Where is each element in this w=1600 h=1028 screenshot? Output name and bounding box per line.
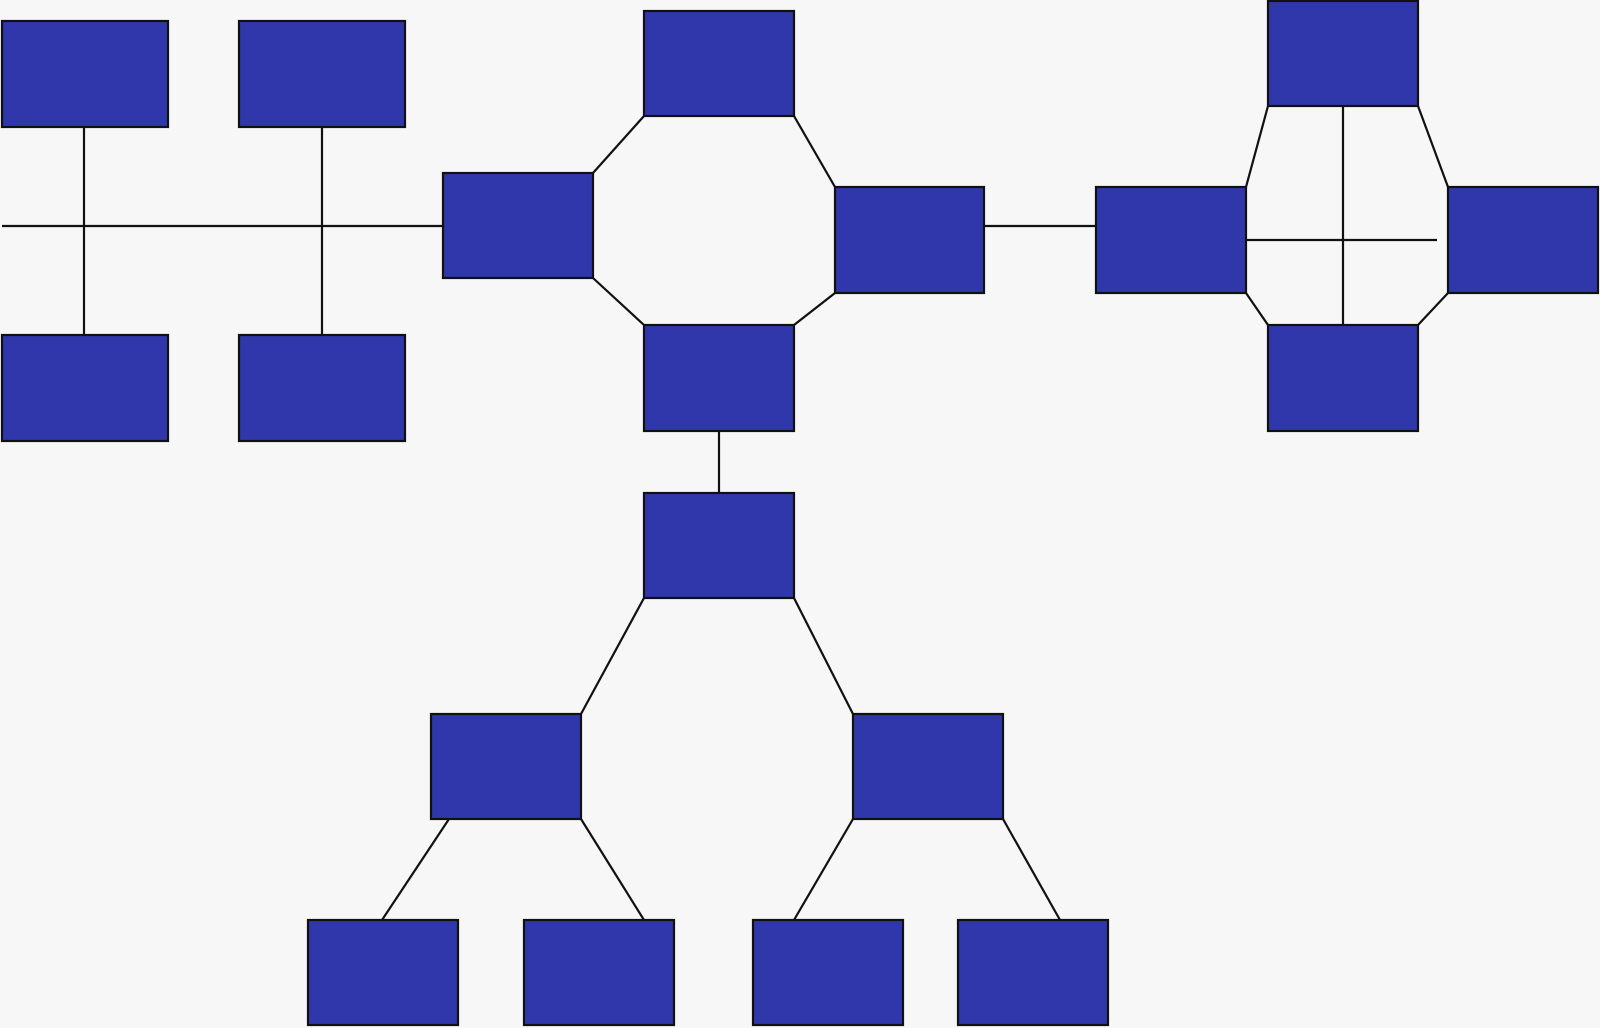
tree-node-root	[642, 491, 796, 600]
mesh-node-bottom	[1266, 323, 1420, 433]
tree-link-root-right	[793, 597, 854, 715]
ring-node-left	[441, 171, 595, 280]
tree-link-left-leaf-1	[381, 818, 450, 921]
ring-link-4	[592, 277, 645, 326]
tree-leaf-2	[522, 918, 676, 1027]
tree-leaf-3	[751, 918, 905, 1027]
bus-node-bottom-left	[0, 333, 170, 443]
tree-link-root-left	[580, 597, 645, 715]
tree-link-right-leaf-1	[793, 818, 854, 921]
tree-link-left-leaf-2	[580, 818, 645, 921]
ring-node-top	[642, 9, 796, 118]
mesh-link-4	[1245, 292, 1269, 326]
mesh-node-right	[1446, 185, 1600, 295]
bus-node-top-right	[237, 19, 407, 129]
tree-node-left	[429, 712, 583, 821]
ring-node-bottom	[642, 323, 796, 433]
tree-node-right	[851, 712, 1005, 821]
tree-leaf-1	[306, 918, 460, 1027]
mesh-node-top	[1266, 0, 1420, 108]
mesh-node-left	[1094, 185, 1248, 295]
bus-node-top-left	[0, 19, 170, 129]
tree-leaf-4	[956, 918, 1110, 1027]
ring-link-1	[592, 115, 645, 174]
mesh-link-2	[1416, 105, 1450, 188]
tree-link-right-leaf-2	[1002, 818, 1061, 921]
connection-lines	[2, 105, 1450, 921]
ring-link-2	[793, 115, 836, 188]
ring-node-right	[833, 185, 986, 295]
ring-link-3	[793, 292, 836, 326]
mesh-link-1	[1244, 105, 1270, 188]
bus-node-bottom-right	[237, 333, 407, 443]
mesh-link-3	[1417, 292, 1449, 326]
